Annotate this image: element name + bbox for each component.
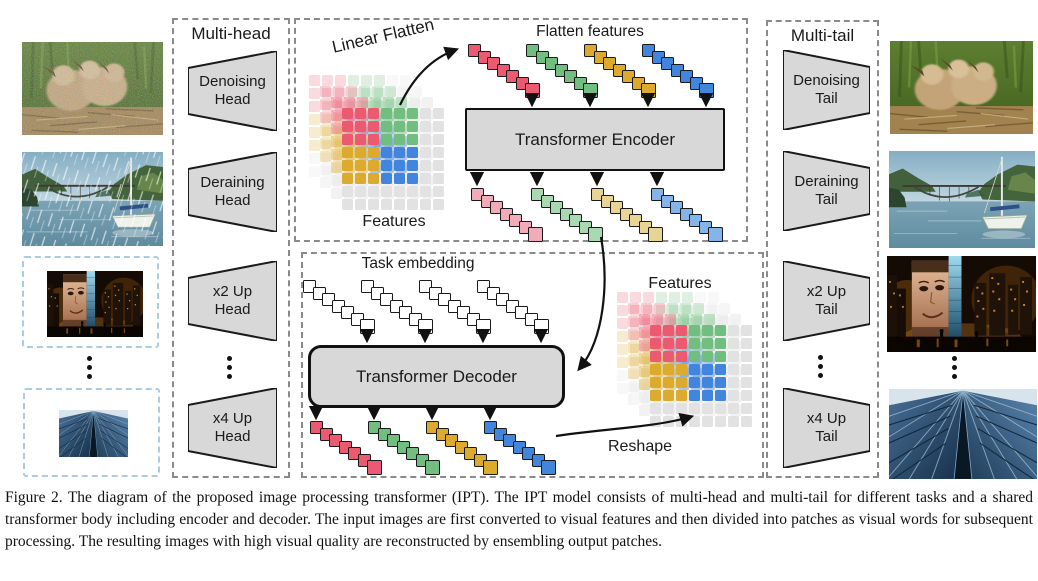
city-face-output-image — [887, 256, 1036, 352]
transformer-encoder-box: Transformer Encoder — [465, 108, 725, 171]
noisy-bird-input-image — [22, 42, 163, 135]
skyscraper-input-image — [59, 410, 128, 457]
multi-tail-group-box: Multi-tail — [766, 20, 879, 478]
feature-grid-decoder — [617, 292, 754, 429]
multi-tail-label: Multi-tail — [790, 26, 855, 45]
multi-head-label: Multi-head — [191, 24, 271, 43]
features-label-decoder: Features — [648, 275, 712, 292]
multi-head-group-box: Multi-head — [172, 18, 290, 478]
decoder-body-box — [301, 252, 764, 478]
x2-up-input-frame — [22, 256, 159, 348]
skyscraper-output-image — [889, 389, 1037, 479]
multi-tail-ellipsis-dots — [818, 355, 823, 378]
transformer-decoder-box: Transformer Decoder — [308, 345, 565, 408]
denoised-bird-output-image — [890, 41, 1033, 134]
right-column-ellipsis-dots — [952, 356, 957, 379]
multi-head-ellipsis-dots — [227, 356, 232, 379]
figure-caption: Figure 2. The diagram of the proposed im… — [5, 489, 1033, 550]
features-label-encoder: Features — [362, 213, 426, 230]
reshape-label: Reshape — [607, 438, 673, 455]
encoder-body-box — [294, 18, 748, 242]
left-column-ellipsis-dots — [87, 356, 92, 379]
flatten-features-label: Flatten features — [536, 23, 644, 40]
derained-bridge-output-image — [889, 151, 1035, 248]
x4-up-input-frame — [23, 388, 160, 477]
city-face-input-image — [47, 271, 143, 337]
feature-grid-encoder — [309, 75, 446, 212]
rainy-bridge-input-image — [22, 152, 163, 246]
task-embedding-label: Task embedding — [361, 255, 475, 272]
